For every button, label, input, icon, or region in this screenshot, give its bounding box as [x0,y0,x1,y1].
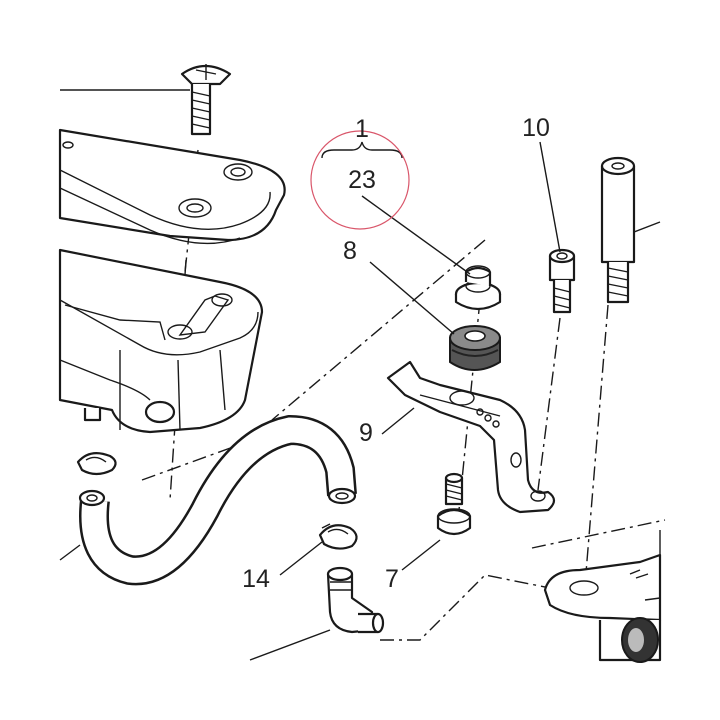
callout-14: 14 [242,565,270,593]
long-stud [600,156,661,304]
callout-9: 9 [359,419,373,447]
callout-23: 23 [348,166,376,194]
callout-7: 7 [385,565,399,593]
callout-10: 10 [522,114,550,142]
highlight-circle [310,130,410,230]
lower-mount [543,530,662,663]
reservoir-cover [58,128,286,245]
leader-lines [279,141,561,576]
callout-brace [321,141,403,159]
bolt-10 [548,248,576,314]
callout-8: 8 [343,237,357,265]
elbow-fitting [249,566,385,661]
callout-1: 1 [355,115,369,143]
grommet-8 [449,325,501,371]
hose-clip-left [76,451,117,476]
bracket-9 [386,360,556,514]
hose-clip-14 [318,523,358,550]
washer-23 [454,265,502,311]
screw-7 [436,472,472,536]
cover-screw [180,64,232,136]
reservoir-body [58,248,264,434]
hose [59,414,357,586]
